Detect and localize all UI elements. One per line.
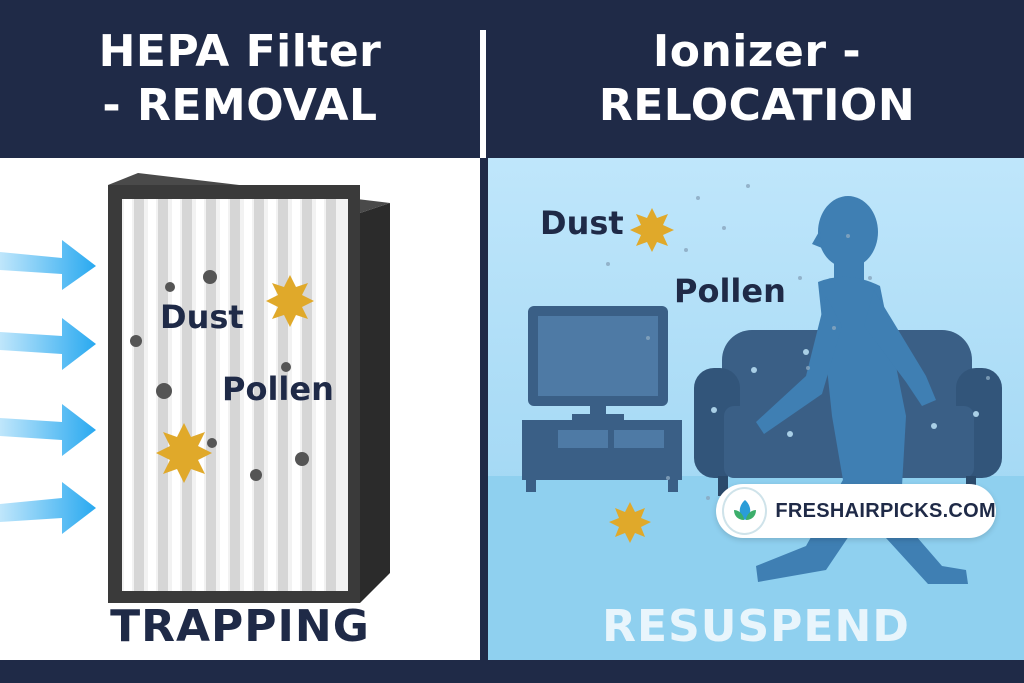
ionizer-title-line2: RELOCATION bbox=[598, 80, 916, 131]
hepa-filter-icon bbox=[108, 173, 390, 603]
brand-name: FRESHAIRPICKS.COM bbox=[775, 499, 996, 522]
hepa-pollen-label: Pollen bbox=[222, 370, 334, 408]
hepa-title-line1: HEPA Filter bbox=[98, 26, 382, 77]
hepa-dust-label: Dust bbox=[160, 298, 244, 336]
trapping-label: TRAPPING bbox=[110, 601, 370, 652]
header-divider bbox=[480, 30, 486, 158]
airflow-arrows-icon bbox=[0, 240, 96, 534]
hepa-panel: Dust Pollen TRAPPING bbox=[0, 158, 480, 660]
ionizer-header: Ionizer - RELOCATION bbox=[490, 0, 1024, 158]
resuspend-label: RESUSPEND bbox=[602, 601, 910, 652]
hepa-header: HEPA Filter - REMOVAL bbox=[0, 0, 480, 158]
brand-badge[interactable]: FRESHAIRPICKS.COM bbox=[716, 484, 996, 538]
floating-particles bbox=[606, 184, 990, 543]
ionizer-panel: Dust Pollen FRESHAIRPICKS.COM RESUSPEND bbox=[488, 158, 1024, 660]
ionizer-title-line1: Ionizer - bbox=[652, 26, 862, 77]
ionizer-dust-label: Dust bbox=[540, 204, 624, 242]
ionizer-pollen-label: Pollen bbox=[674, 272, 786, 310]
leaf-logo-icon bbox=[722, 487, 768, 535]
tv-icon bbox=[522, 306, 682, 492]
hepa-title-line2: - REMOVAL bbox=[102, 80, 378, 131]
